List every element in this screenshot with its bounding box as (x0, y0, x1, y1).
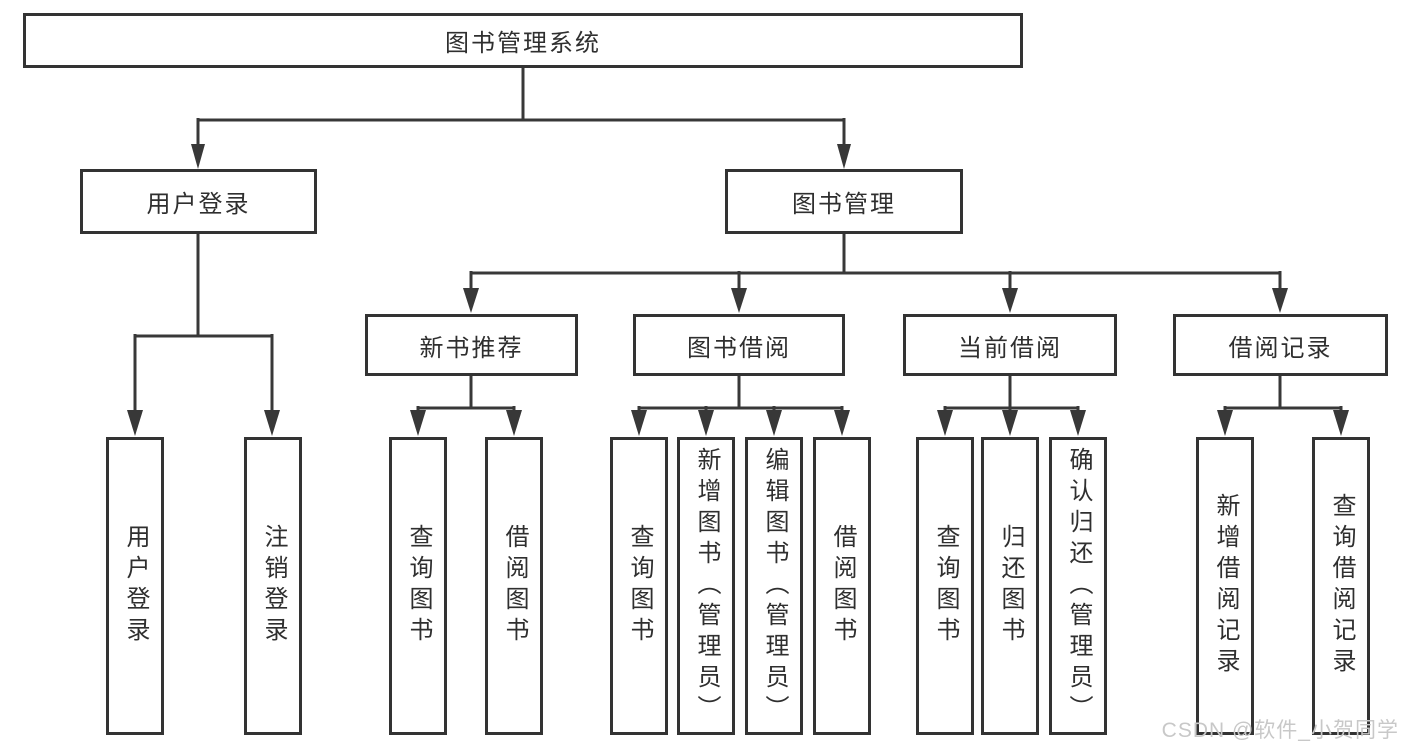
leaf-edit-books-admin: 编辑图书（管理员） (745, 437, 803, 735)
csdn-watermark: CSDN @软件_小贺同学 (1161, 719, 1399, 742)
leaf-return-books: 归还图书 (981, 437, 1039, 735)
leaf-logout: 注销登录 (244, 437, 302, 735)
node-label: 借阅图书 (501, 524, 528, 648)
node-new-book-recommend: 新书推荐 (365, 314, 578, 376)
node-borrowing-records: 借阅记录 (1173, 314, 1388, 376)
node-label: 查询图书 (932, 524, 959, 648)
node-label: 用户登录 (122, 524, 149, 648)
node-label: 借阅记录 (1228, 334, 1333, 362)
node-label: 新增借阅记录 (1212, 493, 1239, 679)
leaf-query-books: 查询图书 (916, 437, 974, 735)
node-label: 查询图书 (626, 524, 653, 648)
leaf-add-borrow-record: 新增借阅记录 (1196, 437, 1254, 735)
node-user-login: 用户登录 (80, 169, 317, 234)
leaf-borrow-books: 借阅图书 (813, 437, 871, 735)
leaf-query-books: 查询图书 (389, 437, 447, 735)
node-current-borrowing: 当前借阅 (903, 314, 1117, 376)
node-label: 借阅图书 (829, 524, 856, 648)
node-label: 确认归还（管理员） (1065, 446, 1092, 726)
node-label: 新书推荐 (419, 334, 524, 362)
leaf-confirm-return-admin: 确认归还（管理员） (1049, 437, 1107, 735)
node-label: 当前借阅 (958, 334, 1062, 362)
leaf-borrow-books: 借阅图书 (485, 437, 543, 735)
node-label: 用户登录 (146, 191, 251, 218)
node-label: 归还图书 (997, 524, 1024, 648)
leaf-query-books: 查询图书 (610, 437, 668, 735)
leaf-query-borrow-record: 查询借阅记录 (1312, 437, 1370, 735)
node-book-management: 图书管理 (725, 169, 963, 234)
node-label: 注销登录 (260, 524, 287, 648)
leaf-add-books-admin: 新增图书（管理员） (677, 437, 735, 735)
node-label: 图书管理 (792, 191, 896, 218)
node-label: 图书管理系统 (445, 30, 601, 57)
node-label: 编辑图书（管理员） (761, 446, 788, 726)
node-label: 图书借阅 (687, 334, 791, 362)
leaf-user-login: 用户登录 (106, 437, 164, 735)
node-label: 新增图书（管理员） (693, 446, 720, 726)
node-label: 查询图书 (405, 524, 432, 648)
node-book-borrowing: 图书借阅 (633, 314, 845, 376)
node-library-management-system: 图书管理系统 (23, 13, 1023, 68)
node-label: 查询借阅记录 (1328, 493, 1355, 679)
